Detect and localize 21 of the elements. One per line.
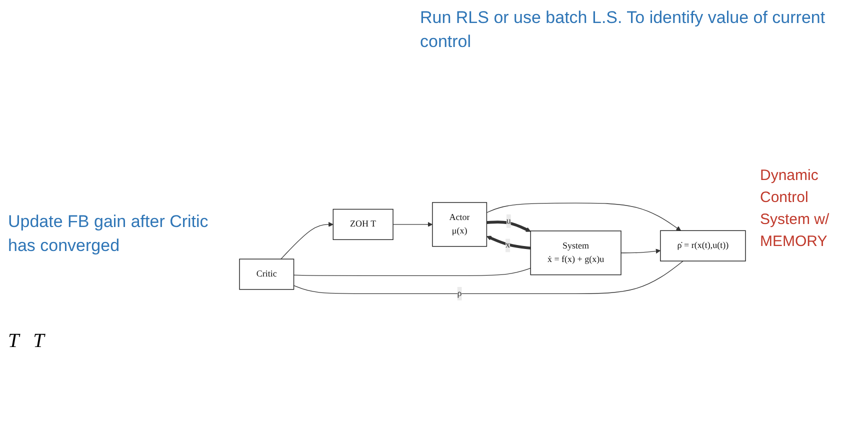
arrow [486, 220, 531, 232]
connector [293, 267, 531, 276]
arrow [280, 222, 334, 259]
arrow [486, 202, 682, 230]
bracket-note: Dynamic Control System w/ MEMORY [760, 166, 830, 252]
edge-label: ρ [457, 288, 462, 298]
note-text: Update FB gain after Critic has converged [8, 211, 210, 257]
node-box: ρ̇ = r(x(t),u(t)) [660, 230, 746, 261]
switch-label: T [8, 330, 20, 352]
connector [293, 260, 684, 294]
edge-label: x [506, 240, 510, 250]
node-box: Critic [239, 258, 294, 290]
node-box: Actor μ(x) [432, 202, 488, 246]
switch-label: T [33, 330, 44, 352]
arrow [392, 222, 433, 226]
node-box: System ẋ = f(x) + g(x)u [530, 230, 622, 275]
node-box: ZOH T [332, 208, 394, 240]
note-text: Run RLS or use batch L.S. To identify value of current control [420, 7, 826, 53]
arrow [486, 235, 531, 250]
edge-label: u [506, 216, 511, 226]
arrow [620, 248, 661, 254]
